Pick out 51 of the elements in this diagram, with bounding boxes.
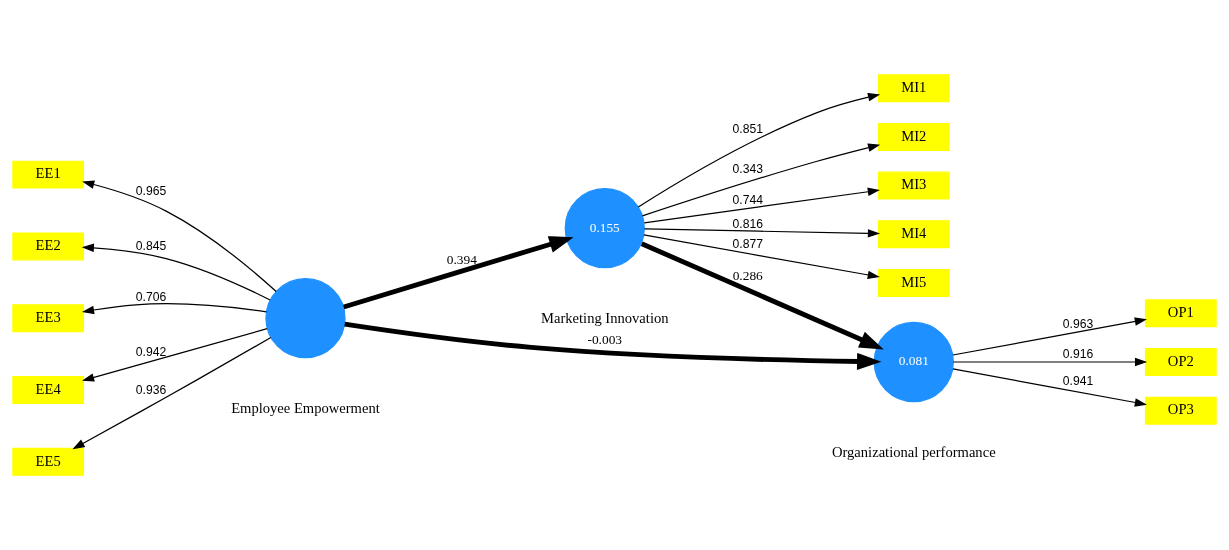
arrow [640,241,884,350]
node-box: MI1 [877,74,950,103]
node-label: Marketing Innovation [541,310,669,327]
arrow [343,236,574,310]
arrow [344,321,882,370]
arrow [643,228,881,238]
edge-label: 0.851 [732,122,763,137]
edge-label: 0.936 [135,382,167,397]
node-label: Organizational performance [831,444,996,461]
arrow [952,357,1148,367]
arrow [72,336,272,450]
arrow [81,243,271,301]
edge-label: 0.816 [732,217,763,232]
edge-label: 0.965 [135,184,167,199]
node-box: EE3 [12,304,85,333]
arrow [643,187,880,224]
arrow [637,93,881,208]
node-box: OP1 [1144,299,1217,328]
edge-label: 0.744 [732,192,763,207]
node-box: MI5 [877,268,950,297]
edge-label: 0.394 [446,252,477,268]
arrow [82,180,277,293]
edge-label: 0.706 [135,290,167,305]
node-box: OP2 [1144,348,1217,376]
edge-label: 0.286 [732,268,763,284]
edge-label: 0.916 [1062,347,1094,362]
edge-label: 0.941 [1062,374,1094,389]
arrow [641,143,881,217]
node-box: MI4 [877,220,950,249]
node-box: MI2 [877,122,950,151]
node-box: EE4 [12,375,85,404]
node-circle: 0.155 [564,188,645,269]
edge-label: -0.003 [587,331,623,347]
edge-label: 0.942 [135,344,167,359]
edge-label: 0.877 [732,236,763,251]
arrow [643,234,880,280]
arrow [81,328,268,382]
node-box: EE5 [12,447,85,476]
node-circle [265,278,346,359]
edge-label: 0.963 [1062,316,1094,331]
edge-label: 0.845 [135,239,167,254]
node-box: EE2 [12,232,85,261]
arrow [952,368,1147,407]
node-box: EE1 [12,160,85,189]
node-label: Employee Empowerment [231,400,380,417]
arrow [81,303,268,315]
edge-label: 0.343 [732,162,763,177]
node-box: OP3 [1144,396,1217,425]
node-box: MI3 [877,171,950,200]
node-circle: 0.081 [873,321,954,403]
arrow [952,317,1147,356]
